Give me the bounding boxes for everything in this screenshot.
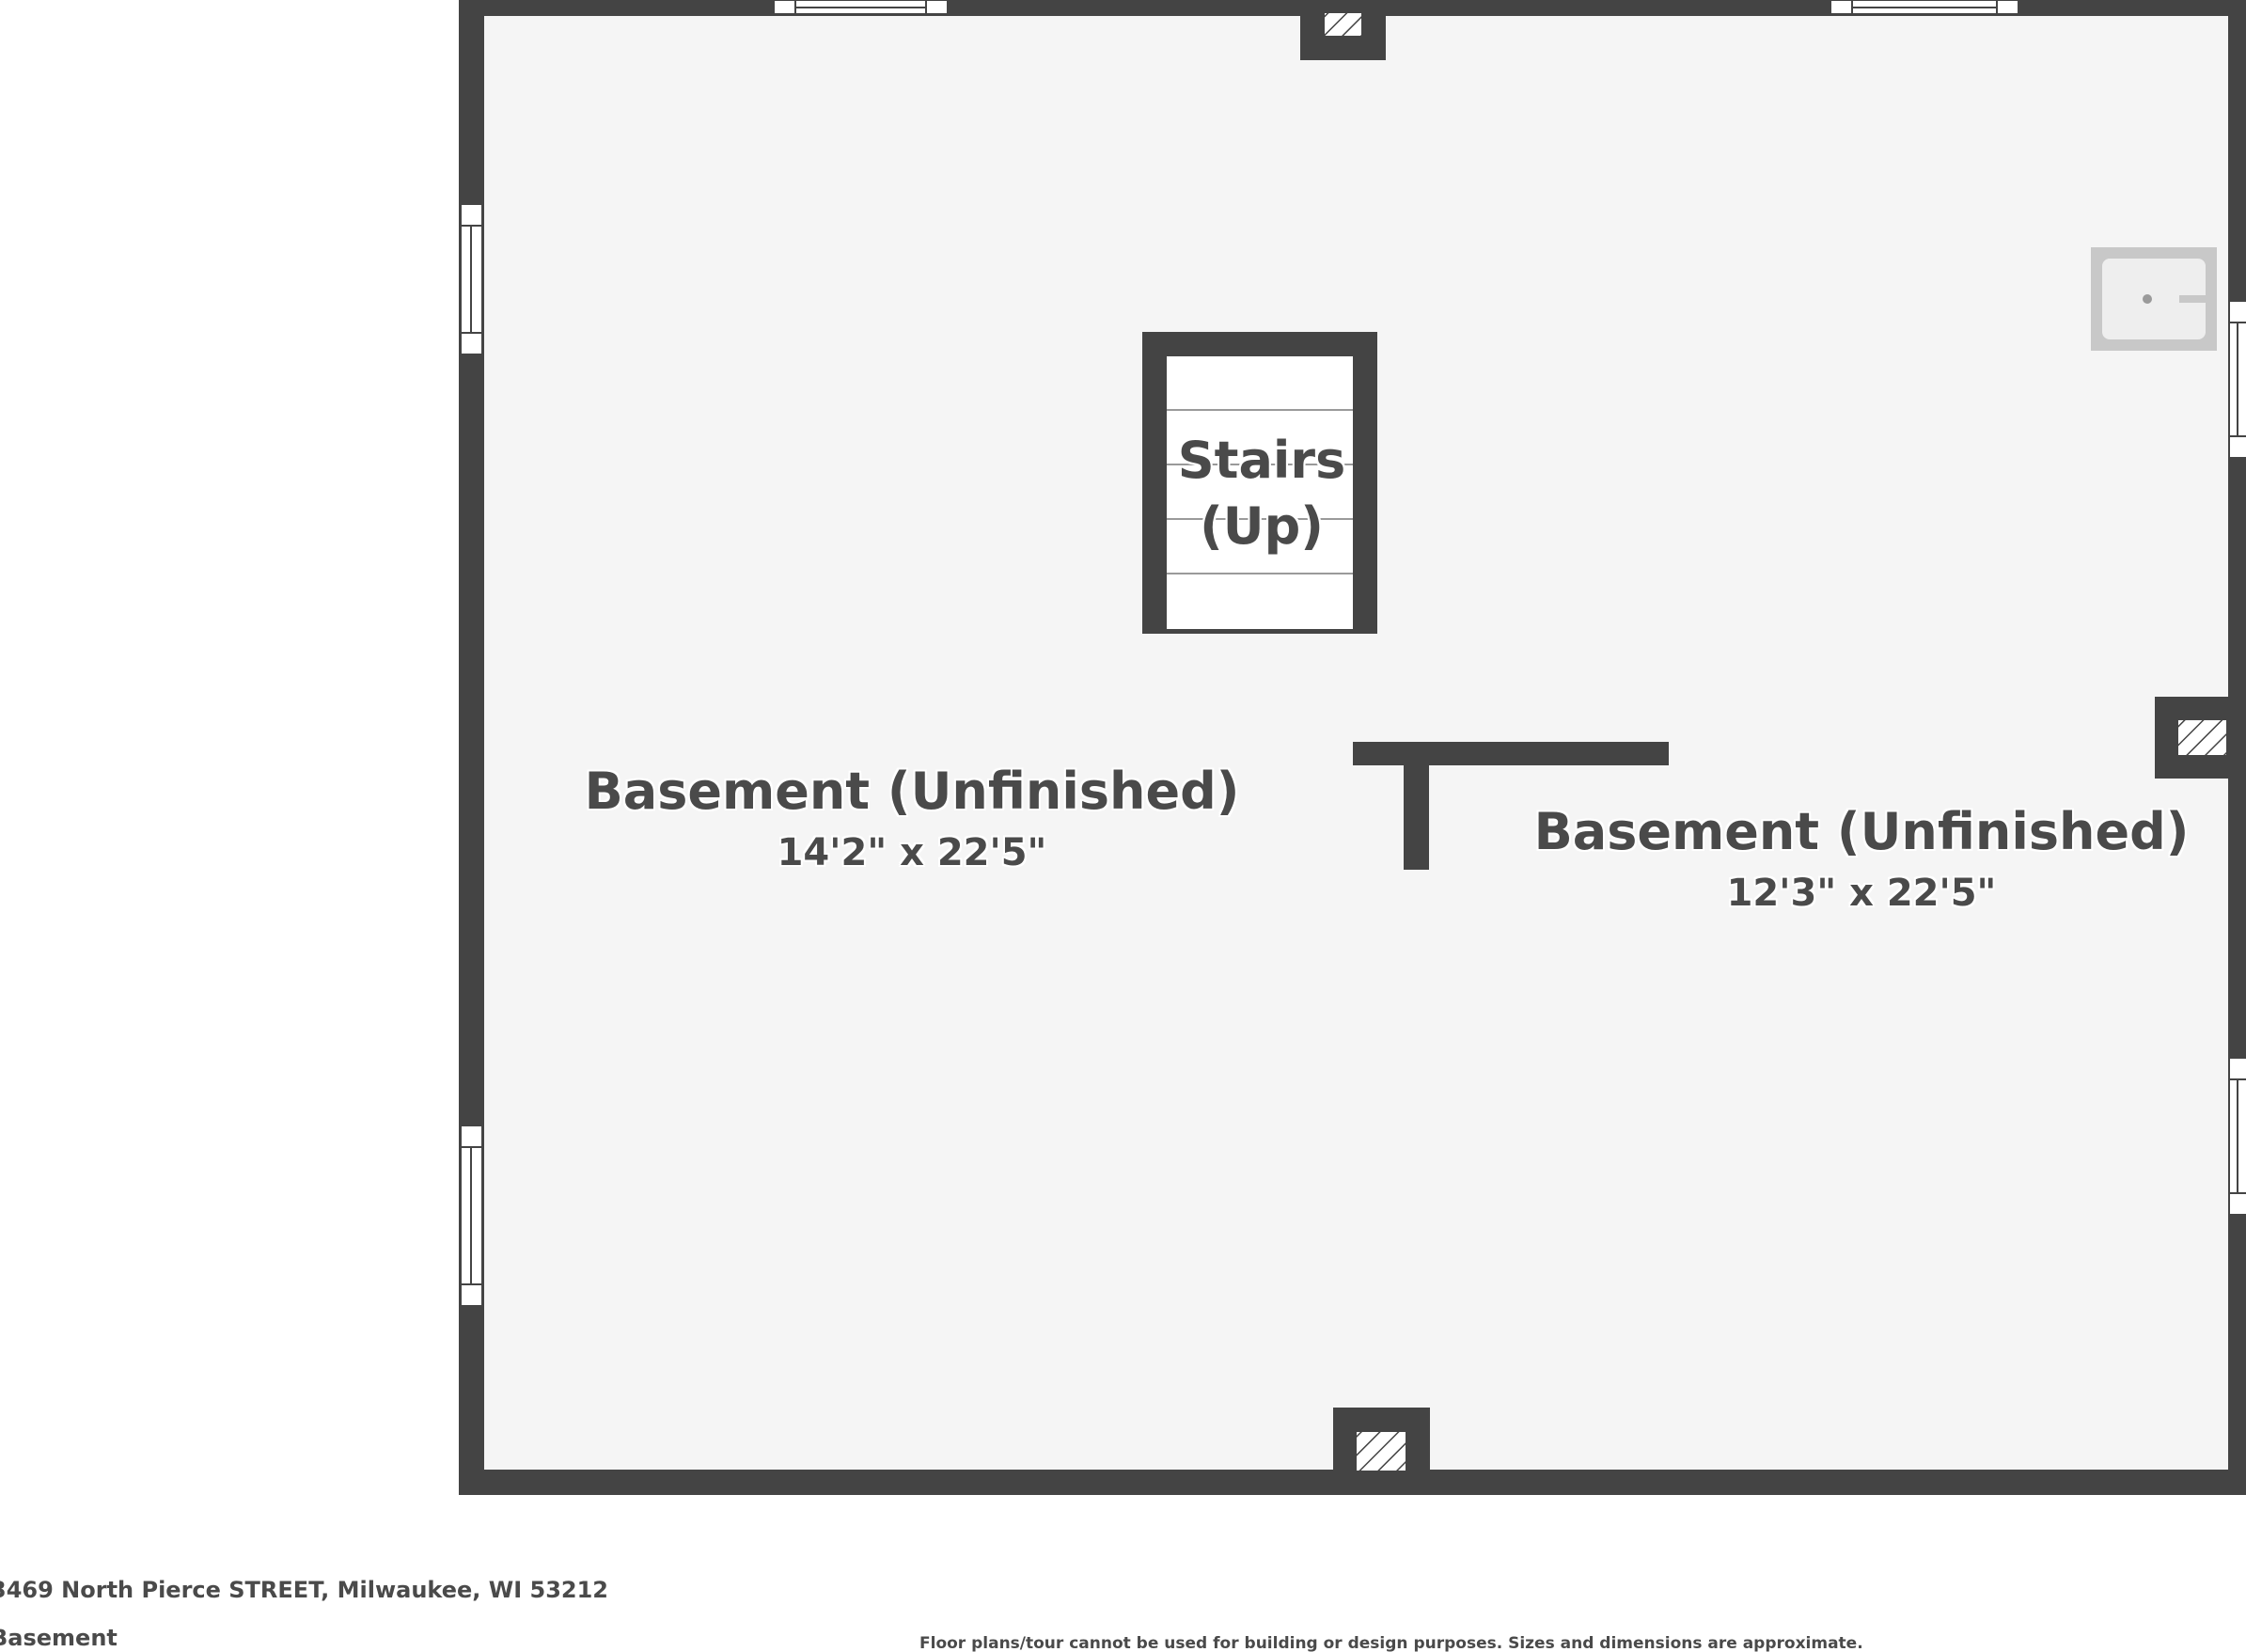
windows [460,0,2246,1307]
stairs-label-line1: Stairs [1177,431,1346,490]
stairs-label: Stairs (Up) [1136,428,1388,559]
floor-name: Basement [0,1625,118,1651]
support-column-right [2155,697,2246,779]
room-right-name: Basement (Unfinished) [1533,802,2190,861]
window-left-lower [460,1125,483,1307]
window-right-upper [2228,300,2246,459]
window-top-right [1830,0,2019,15]
property-address: 3469 North Pierce STREET, Milwaukee, WI … [0,1577,608,1603]
window-right-lower [2228,1057,2246,1216]
basement-floor [459,0,2246,1495]
window-top-left [773,0,949,15]
support-column-top [1300,0,1386,60]
room-right-dimensions: 12'3" x 22'5" [1726,872,1997,915]
stairs-label-line2: (Up) [1200,496,1324,556]
room-left-name: Basement (Unfinished) [584,762,1240,821]
stairwell [1142,332,1377,634]
support-column-bottom [1333,1408,1430,1495]
window-left-upper [460,203,483,355]
disclaimer-text: Floor plans/tour cannot be used for buil… [919,1634,1863,1652]
interior-partition [1353,742,1669,870]
stair-treads [1167,409,1353,574]
room-left-dimensions: 14'2" x 22'5" [777,831,1047,874]
utility-sink [2091,247,2217,351]
